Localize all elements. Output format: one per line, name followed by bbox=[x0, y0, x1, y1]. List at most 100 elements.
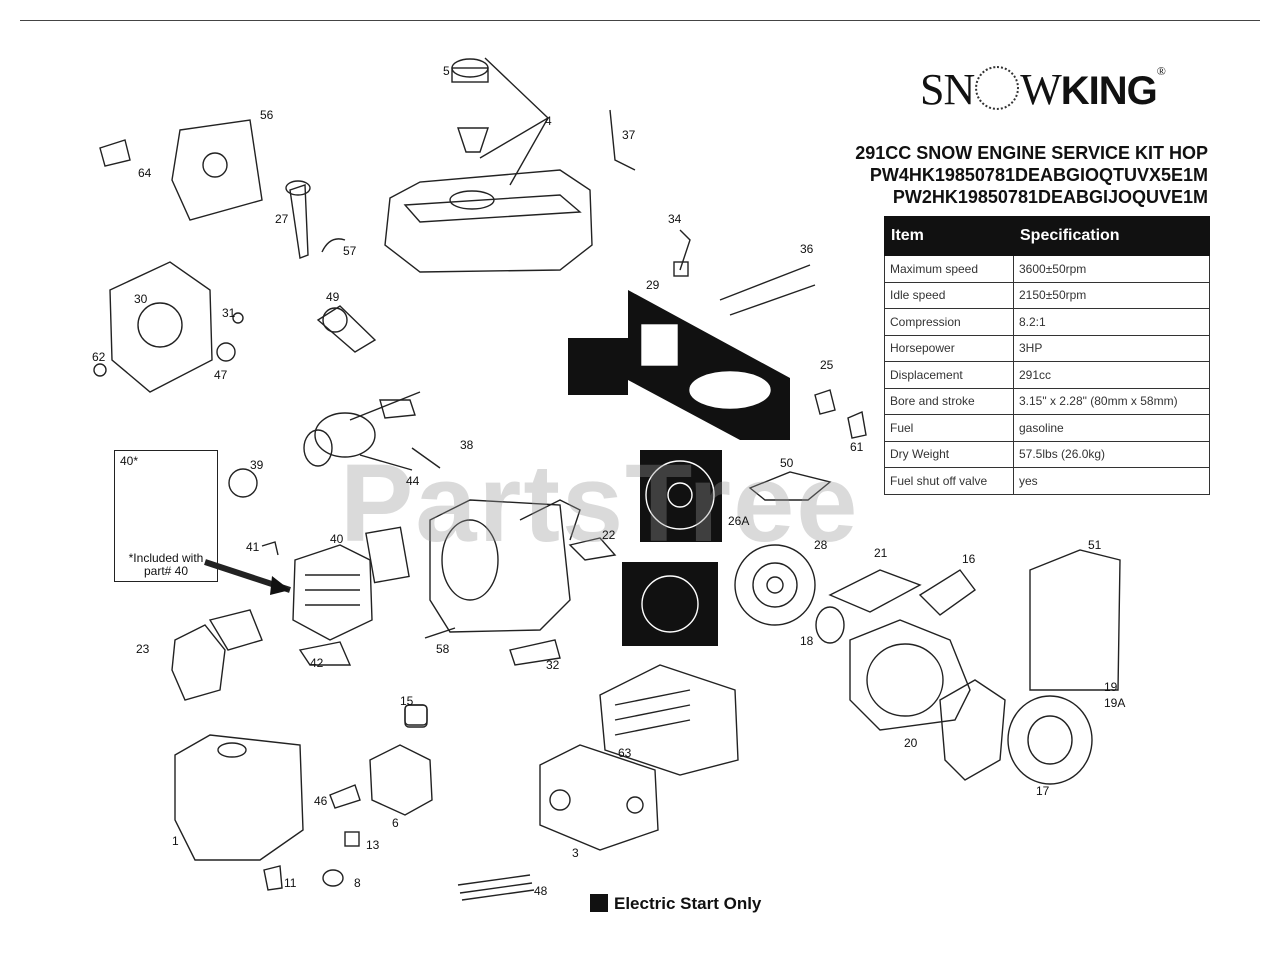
rectifier bbox=[641, 324, 678, 366]
callout-label: 23 bbox=[136, 642, 150, 656]
valve-cover bbox=[171, 624, 226, 701]
legend-text: Electric Start Only bbox=[614, 894, 762, 913]
black-square-icon bbox=[590, 894, 608, 912]
spec-value: 8.2:1 bbox=[1013, 308, 1210, 336]
callout-label: 48 bbox=[534, 884, 548, 898]
fuel-tank bbox=[384, 169, 593, 273]
spec-value: 291cc bbox=[1013, 361, 1210, 389]
callout-label: 58 bbox=[436, 642, 450, 656]
callout-label: 56 bbox=[260, 108, 274, 122]
wire-34 bbox=[679, 229, 691, 271]
callout-label: 22 bbox=[602, 528, 616, 542]
knob-61 bbox=[847, 411, 867, 439]
bracket-42 bbox=[298, 641, 352, 666]
spec-value: 57.5lbs (26.0kg) bbox=[1013, 440, 1210, 468]
callout-label: 13 bbox=[366, 838, 380, 852]
callout-label: 1 bbox=[172, 834, 179, 848]
callout-label: 27 bbox=[275, 212, 289, 226]
crankcase-cover bbox=[109, 261, 213, 393]
spec-item: Compression bbox=[884, 308, 1014, 336]
callout-label: 15 bbox=[400, 694, 414, 708]
callout-label: 51 bbox=[1088, 538, 1102, 552]
callout-label: 41 bbox=[246, 540, 260, 554]
electric-start-panel bbox=[568, 290, 790, 440]
starter-motor bbox=[689, 371, 771, 409]
callout-label: 36 bbox=[800, 242, 814, 256]
crankshaft bbox=[316, 305, 377, 353]
callout-label: 17 bbox=[1036, 784, 1050, 798]
kit-title-line-3: PW2HK19850781DEABGIJOQUVE1M bbox=[892, 187, 1208, 207]
callout-label: 44 bbox=[406, 474, 420, 488]
callout-label: 47 bbox=[214, 368, 228, 382]
kit-title-line-2: PW4HK19850781DEABGIOQTUVX5E1M bbox=[869, 165, 1208, 185]
snowflake-icon bbox=[975, 66, 1020, 110]
callout-label: 39 bbox=[250, 458, 264, 472]
callout-label: 20 bbox=[904, 736, 918, 750]
callout-label: 42 bbox=[310, 656, 324, 670]
wire-harness-36 bbox=[719, 264, 816, 316]
callout-label: 21 bbox=[874, 546, 888, 560]
callout-label: 34 bbox=[668, 212, 682, 226]
cover-plate-51 bbox=[1029, 549, 1121, 691]
callout-label: 32 bbox=[546, 658, 560, 672]
seal-62 bbox=[93, 363, 107, 377]
spec-header-item: Item bbox=[884, 216, 1014, 256]
gasket-56 bbox=[171, 119, 263, 221]
callout-label: 31 bbox=[222, 306, 236, 320]
callout-label: 25 bbox=[820, 358, 834, 372]
dipstick bbox=[289, 184, 309, 259]
spec-value: 2150±50rpm bbox=[1013, 281, 1210, 309]
bracket-21 bbox=[828, 569, 922, 613]
callout-label: 46 bbox=[314, 794, 328, 808]
muffler bbox=[539, 744, 659, 851]
spec-item: Displacement bbox=[884, 361, 1014, 389]
tank-filler-neck bbox=[449, 190, 495, 210]
engine-block bbox=[429, 499, 571, 633]
included-parts-box bbox=[114, 450, 218, 582]
spec-value: 3HP bbox=[1013, 334, 1210, 362]
bracket-37 bbox=[609, 109, 636, 171]
callout-label: 37 bbox=[622, 128, 636, 142]
spec-item: Fuel bbox=[884, 414, 1014, 442]
part-8 bbox=[322, 869, 344, 887]
fan-shroud bbox=[849, 619, 971, 731]
callout-label: 62 bbox=[92, 350, 106, 364]
spec-item: Dry Weight bbox=[884, 440, 1014, 468]
callout-label: 30 bbox=[134, 292, 148, 306]
muffler-guard bbox=[599, 664, 739, 776]
spec-item: Horsepower bbox=[884, 334, 1014, 362]
electric-start-legend: Electric Start Only bbox=[590, 894, 761, 914]
callout-label: 64 bbox=[138, 166, 152, 180]
kit-title-line-1: 291CC SNOW ENGINE SERVICE KIT HOP bbox=[855, 143, 1208, 163]
bracket-46 bbox=[329, 784, 361, 809]
spec-value: gasoline bbox=[1013, 414, 1210, 442]
callout-label: 40 bbox=[330, 532, 344, 546]
callout-label: 18 bbox=[800, 634, 814, 648]
governor-gear bbox=[228, 468, 258, 498]
callout-label: 11 bbox=[284, 876, 297, 890]
bracket-16 bbox=[918, 569, 976, 616]
starter-cup-panel bbox=[622, 562, 718, 646]
callout-label: 49 bbox=[326, 290, 340, 304]
starter-cup bbox=[815, 606, 845, 644]
fuel-strainer bbox=[457, 127, 489, 153]
callout-label: 50 bbox=[780, 456, 794, 470]
knob-15 bbox=[404, 704, 428, 726]
carburetor bbox=[369, 744, 433, 816]
watermark: PartsTree bbox=[340, 442, 860, 565]
callout-label: 8 bbox=[354, 876, 361, 890]
hose-57 bbox=[321, 238, 346, 253]
part-64 bbox=[99, 139, 131, 167]
spec-header-specification: Specification bbox=[1013, 216, 1210, 256]
callout-label: 4 bbox=[545, 114, 552, 128]
callout-label: 29 bbox=[646, 278, 660, 292]
callout-label: 38 bbox=[460, 438, 474, 452]
switch-25 bbox=[814, 389, 836, 415]
